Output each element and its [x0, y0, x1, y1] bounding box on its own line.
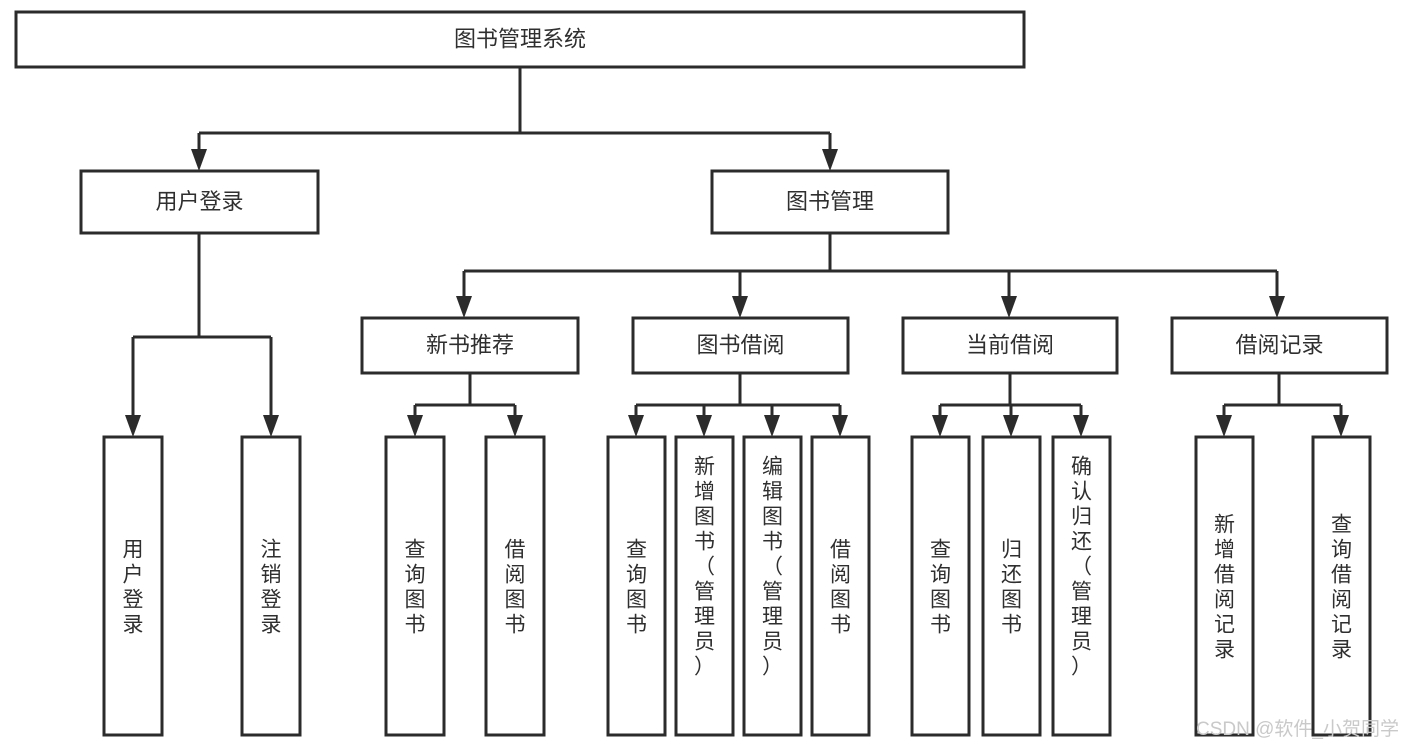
node-leaf-borrow-book-1[interactable]: 借阅图书 — [484, 435, 546, 737]
node-label: 用户登录 — [123, 538, 144, 636]
arrow-head-icon — [732, 296, 748, 318]
node-leaf-query-book-1[interactable]: 查询图书 — [384, 435, 446, 737]
root-title-box[interactable] — [14, 10, 1026, 69]
arrow-head-icon — [125, 415, 141, 437]
node-leaf-borrow-book-2[interactable]: 借阅图书 — [810, 435, 871, 737]
arrow-head-icon — [1333, 415, 1349, 437]
leaf-box[interactable] — [742, 435, 803, 737]
leaf-box[interactable] — [674, 435, 735, 737]
leaf-box[interactable] — [384, 435, 446, 737]
connector-lines — [125, 67, 1349, 437]
leaf-box[interactable] — [240, 435, 302, 737]
node-label: 查询图书 — [405, 538, 426, 636]
node-label: 图书管理 — [786, 189, 874, 214]
node-label: 查询图书 — [930, 538, 951, 636]
node-label: 当前借阅 — [966, 332, 1054, 357]
arrow-head-icon — [1003, 415, 1019, 437]
node-label: 用户登录 — [155, 189, 243, 214]
arrow-head-icon — [832, 415, 848, 437]
arrow-head-icon — [764, 415, 780, 437]
arrow-head-icon — [822, 149, 838, 171]
node-label: 注销登录 — [261, 538, 282, 636]
node-leaf-add-book[interactable]: 新增图书（管理员） — [674, 435, 735, 737]
node-label: 归还图书 — [1001, 538, 1022, 636]
arrow-head-icon — [696, 415, 712, 437]
leaf-box[interactable] — [1194, 435, 1255, 737]
arrow-head-icon — [1269, 296, 1285, 318]
node-leaf-query-book-2[interactable]: 查询图书 — [606, 435, 667, 737]
arrow-head-icon — [191, 149, 207, 171]
leaf-box[interactable] — [981, 435, 1042, 737]
node-leaf-confirm-return[interactable]: 确认归还（管理员） — [1051, 435, 1112, 737]
arrow-head-icon — [1001, 296, 1017, 318]
node-book-borrow[interactable]: 图书借阅 — [631, 316, 850, 375]
leaf-box[interactable] — [1051, 435, 1112, 737]
arrow-head-icon — [507, 415, 523, 437]
node-label: 图书管理系统 — [454, 26, 586, 51]
node-label: 图书借阅 — [696, 332, 784, 357]
arrow-head-icon — [456, 296, 472, 318]
node-leaf-user-logout[interactable]: 注销登录 — [240, 435, 302, 737]
leaf-box[interactable] — [102, 435, 164, 737]
node-label: 新增图书（管理员） — [694, 455, 715, 678]
arrow-head-icon — [407, 415, 423, 437]
arrow-head-icon — [628, 415, 644, 437]
level1-box[interactable] — [710, 169, 950, 235]
level2-box[interactable] — [1170, 316, 1389, 375]
level2-box[interactable] — [901, 316, 1119, 375]
leaf-box[interactable] — [910, 435, 971, 737]
arrow-head-icon — [932, 415, 948, 437]
leaf-box[interactable] — [1311, 435, 1372, 737]
node-label: 借阅图书 — [505, 538, 526, 636]
arrow-head-icon — [1073, 415, 1089, 437]
node-leaf-return-book[interactable]: 归还图书 — [981, 435, 1042, 737]
leaf-box[interactable] — [606, 435, 667, 737]
node-current-borrow[interactable]: 当前借阅 — [901, 316, 1119, 375]
node-label: 查询借阅记录 — [1331, 513, 1352, 661]
leaf-box[interactable] — [484, 435, 546, 737]
node-borrow-record[interactable]: 借阅记录 — [1170, 316, 1389, 375]
node-label: 查询图书 — [626, 538, 647, 636]
node-label: 借阅记录 — [1235, 332, 1323, 357]
node-leaf-add-record[interactable]: 新增借阅记录 — [1194, 435, 1255, 737]
node-leaf-query-book-3[interactable]: 查询图书 — [910, 435, 971, 737]
node-root[interactable]: 图书管理系统 — [14, 10, 1026, 69]
node-label: 编辑图书（管理员） — [762, 455, 783, 678]
node-leaf-user-login[interactable]: 用户登录 — [102, 435, 164, 737]
diagram-nodes: 图书管理系统用户登录图书管理新书推荐图书借阅当前借阅借阅记录用户登录注销登录查询… — [14, 10, 1389, 737]
arrow-head-icon — [263, 415, 279, 437]
arrow-head-icon — [1216, 415, 1232, 437]
node-user-login[interactable]: 用户登录 — [79, 169, 320, 235]
level1-box[interactable] — [79, 169, 320, 235]
node-label: 确认归还（管理员） — [1071, 455, 1092, 678]
leaf-box[interactable] — [810, 435, 871, 737]
node-leaf-query-record[interactable]: 查询借阅记录 — [1311, 435, 1372, 737]
level2-box[interactable] — [360, 316, 580, 375]
node-label: 借阅图书 — [830, 538, 851, 636]
node-leaf-edit-book[interactable]: 编辑图书（管理员） — [742, 435, 803, 737]
node-book-manage[interactable]: 图书管理 — [710, 169, 950, 235]
node-label: 新书推荐 — [426, 332, 514, 357]
node-label: 新增借阅记录 — [1214, 513, 1235, 661]
level2-box[interactable] — [631, 316, 850, 375]
node-new-book-rec[interactable]: 新书推荐 — [360, 316, 580, 375]
